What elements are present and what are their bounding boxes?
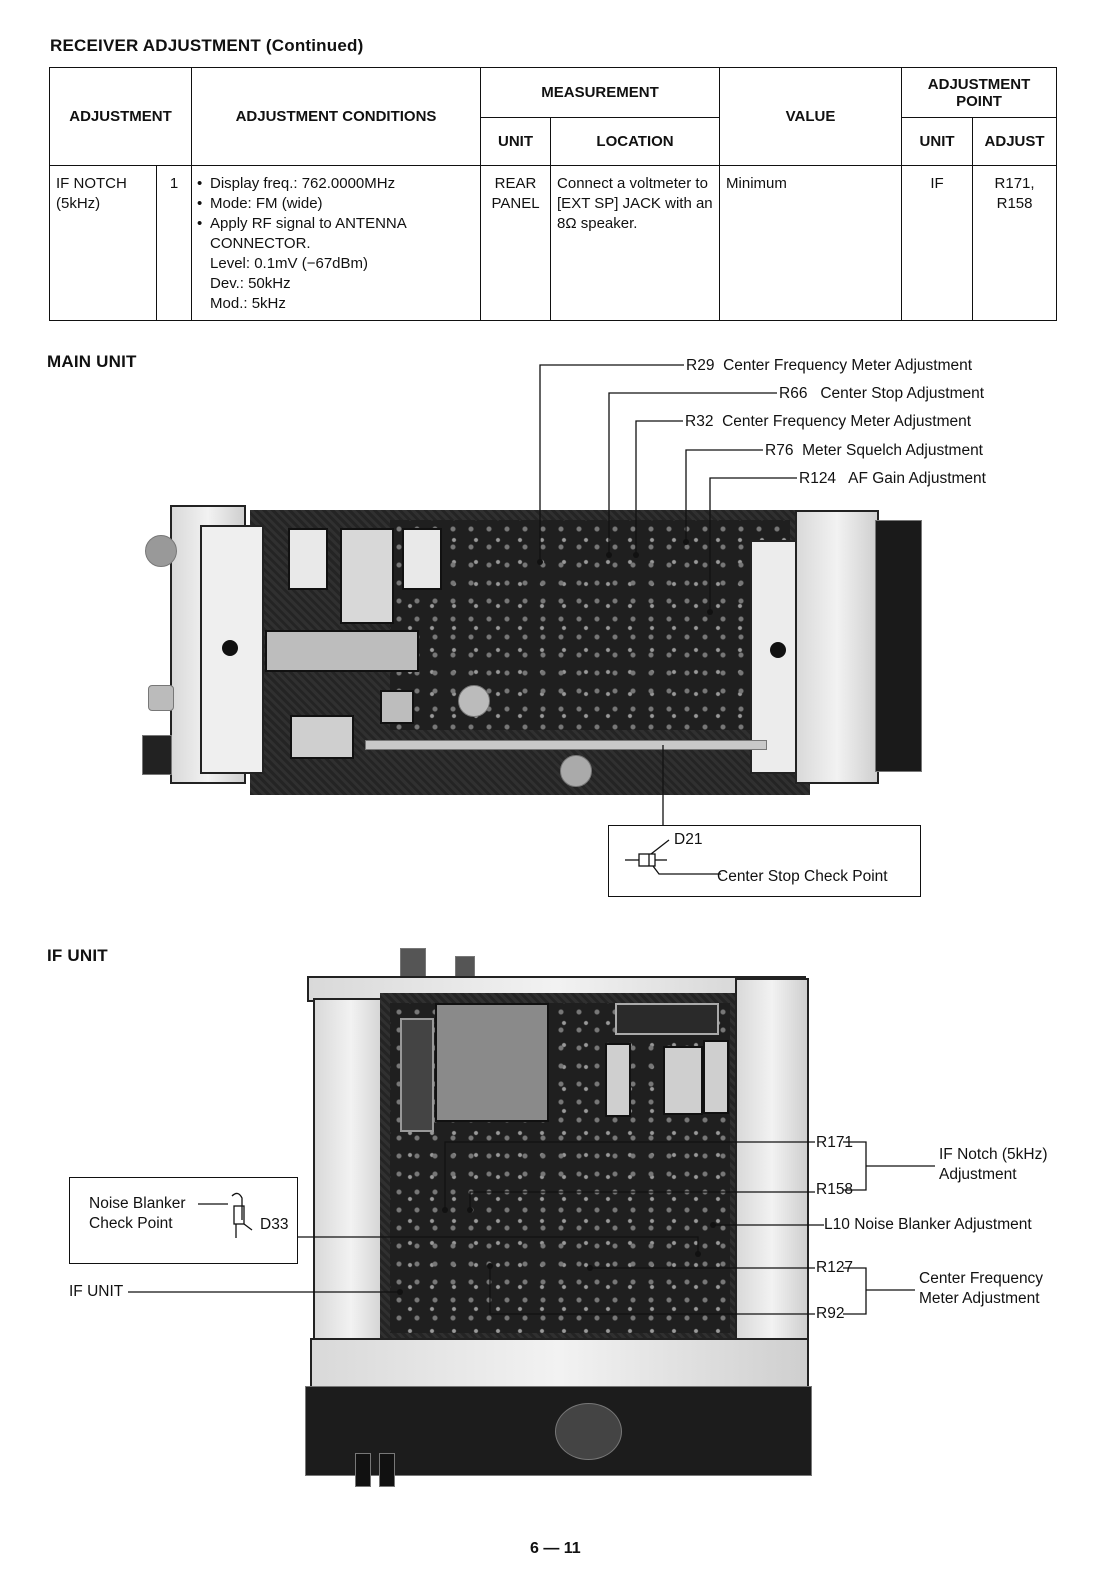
if-notch-label-1: IF Notch (5kHz) (939, 1146, 1048, 1163)
l10-text: Noise Blanker Adjustment (854, 1216, 1032, 1233)
callout-r66: R66 Center Stop Adjustment (779, 385, 984, 403)
condition-item: Apply RF signal to ANTENNA CONNECTOR. (196, 214, 474, 254)
l10-callout: L10 Noise Blanker Adjustment (824, 1216, 1032, 1234)
callout-text: Center Frequency Meter Adjustment (723, 357, 973, 374)
callout-ref: R32 (685, 413, 714, 430)
callout-r124: R124 AF Gain Adjustment (799, 470, 986, 488)
noise-blanker-label-1: Noise Blanker (89, 1195, 186, 1212)
callout-text: Center Frequency Meter Adjustment (722, 413, 972, 430)
main-unit-leaders (537, 364, 797, 825)
cell-conditions: Display freq.: 762.0000MHz Mode: FM (wid… (191, 165, 482, 321)
callout-ref: R124 (799, 470, 837, 487)
noise-blanker-label-2: Check Point (89, 1215, 173, 1232)
l10-ref: L10 (824, 1216, 850, 1233)
center-stop-check-label: Center Stop Check Point (717, 868, 888, 885)
header-location: LOCATION (550, 117, 721, 166)
if-unit-photo (305, 948, 815, 1493)
cfm-label-2: Meter Adjustment (919, 1290, 1040, 1307)
table-row: IF NOTCH (5kHz) 1 Display freq.: 762.000… (49, 165, 1058, 321)
page-number: 6 — 11 (530, 1540, 581, 1557)
main-unit-title: MAIN UNIT (47, 352, 137, 371)
callout-text: Center Stop Adjustment (820, 385, 985, 402)
header-unit: UNIT (480, 117, 552, 166)
section-title: RECEIVER ADJUSTMENT (Continued) (50, 36, 364, 55)
if-unit-side-label: IF UNIT (69, 1283, 124, 1300)
header-conditions: ADJUSTMENT CONDITIONS (191, 67, 482, 166)
callout-ref: R76 (765, 442, 794, 459)
d21-ref: D21 (674, 831, 703, 848)
condition-item: Dev.: 50kHz (210, 275, 291, 292)
cfm-label-1: Center Frequency (919, 1270, 1044, 1287)
header-value: VALUE (719, 67, 903, 166)
diode-icon (625, 839, 721, 875)
callout-r32: R32 Center Frequency Meter Adjustment (685, 413, 971, 431)
condition-item: Level: 0.1mV (−67dBm) (210, 255, 369, 272)
condition-item: Display freq.: 762.0000MHz (196, 174, 474, 194)
if-notch-label-2: Adjustment (939, 1166, 1017, 1183)
r158-ref: R158 (816, 1181, 854, 1198)
if-unit-leaders (128, 1141, 935, 1315)
diode-icon (198, 1192, 253, 1238)
if-unit-title: IF UNIT (47, 946, 108, 965)
cell-adjustment: IF NOTCH (5kHz) (49, 165, 157, 321)
callout-r76: R76 Meter Squelch Adjustment (765, 442, 983, 460)
callout-text: AF Gain Adjustment (848, 470, 986, 487)
cell-location: Connect a voltmeter to [EXT SP] JACK wit… (550, 165, 721, 321)
cell-step: 1 (155, 165, 193, 321)
adjustment-table: ADJUSTMENT ADJUSTMENT CONDITIONS MEASURE… (48, 67, 1058, 321)
main-unit-photo (140, 500, 940, 800)
cell-unit: REAR PANEL (480, 165, 552, 321)
cell-value: Minimum (719, 165, 903, 321)
condition-item: Mode: FM (wide) (196, 194, 474, 214)
center-stop-check-box: D21 Center Stop Check Point (608, 825, 921, 897)
header-ap-adjust: ADJUST (972, 117, 1058, 166)
header-adjustment: ADJUSTMENT (48, 67, 193, 166)
condition-item: Mod.: 5kHz (210, 295, 286, 312)
header-adjustment-point: ADJUSTMENT POINT (901, 67, 1058, 118)
d33-ref: D33 (260, 1216, 289, 1233)
callout-text: Meter Squelch Adjustment (802, 442, 983, 459)
callout-r29: R29 Center Frequency Meter Adjustment (686, 357, 972, 375)
callout-ref: R66 (779, 385, 808, 402)
r171-ref: R171 (816, 1134, 854, 1151)
callout-ref: R29 (686, 357, 715, 374)
noise-blanker-check-box: Noise Blanker Check Point D33 (69, 1177, 298, 1264)
r127-ref: R127 (816, 1259, 854, 1276)
cell-ap-adjust: R171, R158 (972, 165, 1058, 321)
header-measurement: MEASUREMENT (480, 67, 721, 118)
r92-ref: R92 (816, 1305, 845, 1322)
